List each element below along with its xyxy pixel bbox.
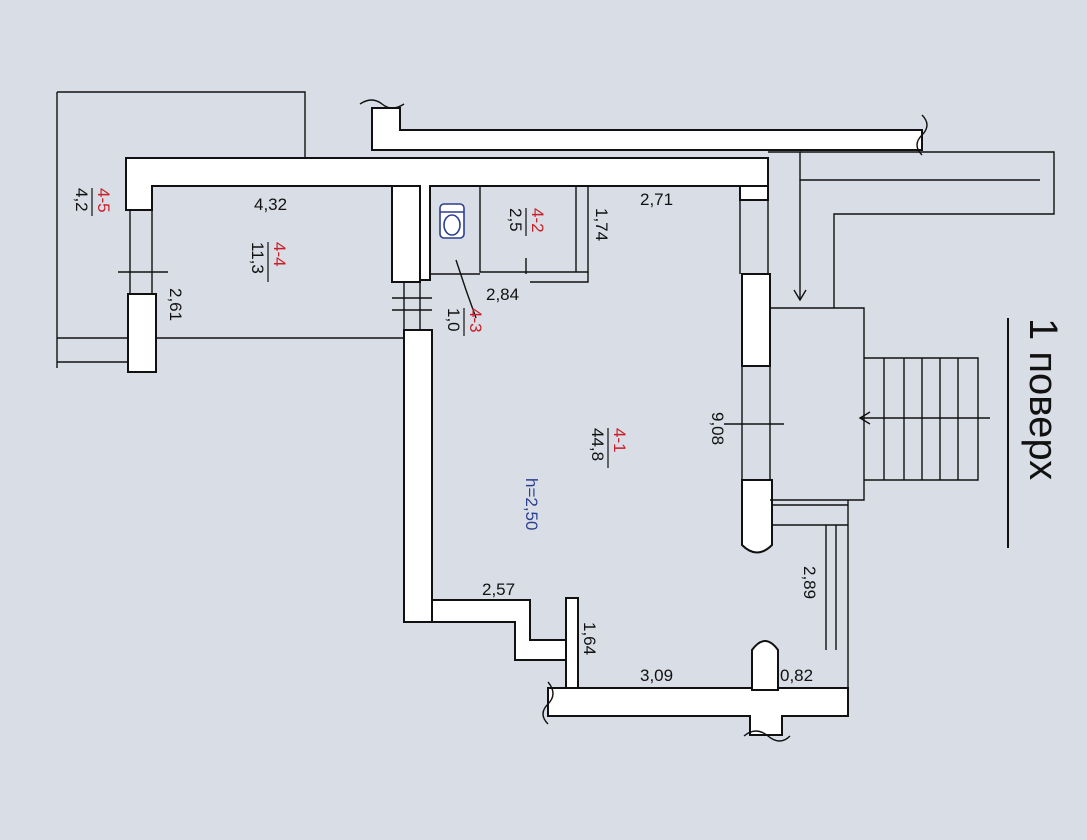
bathroom-partitions: [430, 186, 589, 283]
dim-2-57: 2,57: [482, 580, 515, 599]
floor-title: 1 поверх: [1007, 318, 1065, 548]
dim-2-89: 2,89: [800, 566, 819, 599]
room-area: 2,5: [506, 208, 525, 232]
room-number: 4-4: [270, 242, 289, 267]
toilet-icon: [439, 203, 465, 239]
room-4-2-label: 4-2 2,5: [506, 208, 547, 236]
room-area: 11,3: [248, 242, 267, 274]
duct: [359, 99, 928, 156]
room-number: 4-1: [610, 428, 629, 453]
room-area: 4,2: [72, 188, 91, 212]
room-4-1-label: 4-1 44,8: [588, 428, 629, 468]
dim-9-08: 9,08: [708, 412, 727, 445]
dim-2-71: 2,71: [640, 190, 673, 209]
room-4-4-label: 4-4 11,3: [248, 242, 289, 282]
annex-outline: [56, 91, 405, 368]
ceiling-height: h=2,50: [522, 478, 541, 530]
room-4-3-label: 4-3 1,0: [444, 308, 485, 336]
dim-2-61: 2,61: [166, 288, 185, 321]
dim-1-64: 1,64: [580, 622, 599, 655]
dim-3-09: 3,09: [640, 666, 673, 685]
walls: [125, 157, 849, 742]
room-area: 44,8: [588, 428, 607, 461]
dimension-ticks: [118, 259, 784, 425]
dim-4-32: 4,32: [254, 195, 287, 214]
dim-1-74: 1,74: [592, 208, 611, 241]
room-area: 1,0: [444, 308, 463, 332]
room-number: 4-5: [94, 188, 113, 213]
room-4-5-label: 4-5 4,2: [72, 188, 113, 216]
openings: [129, 200, 849, 688]
room-number: 4-3: [466, 308, 485, 333]
dim-2-84: 2,84: [486, 285, 519, 304]
dim-0-82: 0,82: [780, 666, 813, 685]
room-number: 4-2: [528, 208, 547, 233]
floor-label: 1 поверх: [1021, 318, 1065, 480]
porch: [768, 151, 1055, 501]
